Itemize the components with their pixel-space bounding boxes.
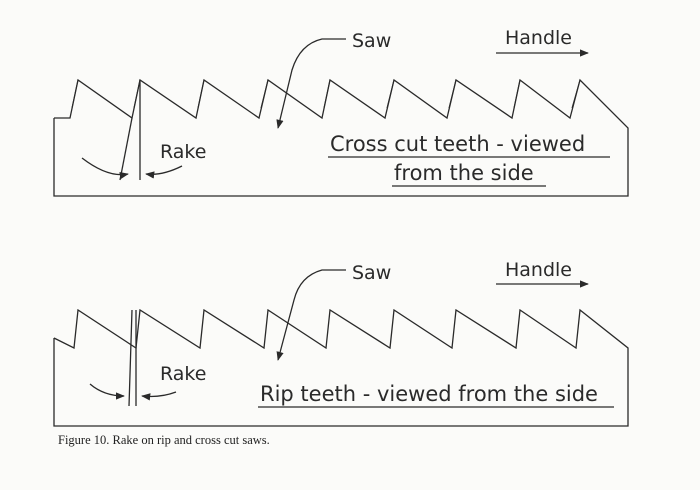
rip-caption-line1: Rip teeth - viewed from the side <box>260 382 598 406</box>
crosscut-rake-label: Rake <box>160 141 206 163</box>
rake-angle-arrow-icon <box>145 165 183 179</box>
rake-angle-arrow-icon <box>81 157 129 180</box>
rip-saw-label: Saw <box>352 262 391 284</box>
rake-angle-arrow-icon <box>89 383 125 400</box>
rip-panel <box>53 269 629 427</box>
crosscut-rake-tooth-line <box>119 117 133 181</box>
rip-rake-label: Rake <box>160 363 206 385</box>
crosscut-caption-line1: Cross cut teeth - viewed <box>330 132 585 156</box>
crosscut-caption-line2: from the side <box>394 161 534 185</box>
rake-angle-arrow-icon <box>141 391 177 401</box>
rip-blade-outline <box>53 308 629 427</box>
crosscut-saw-label: Saw <box>352 30 391 52</box>
figure-caption: Figure 10. Rake on rip and cross cut saw… <box>58 433 270 447</box>
saw-pointer-arrow-icon <box>276 38 346 129</box>
crosscut-handle-label: Handle <box>505 27 572 49</box>
crosscut-panel <box>53 38 629 197</box>
crosscut-tooth-bevels <box>71 79 581 109</box>
rip-handle-label: Handle <box>505 259 572 281</box>
saw-pointer-arrow-icon <box>276 269 346 361</box>
rip-rake-tooth-line <box>128 309 133 407</box>
